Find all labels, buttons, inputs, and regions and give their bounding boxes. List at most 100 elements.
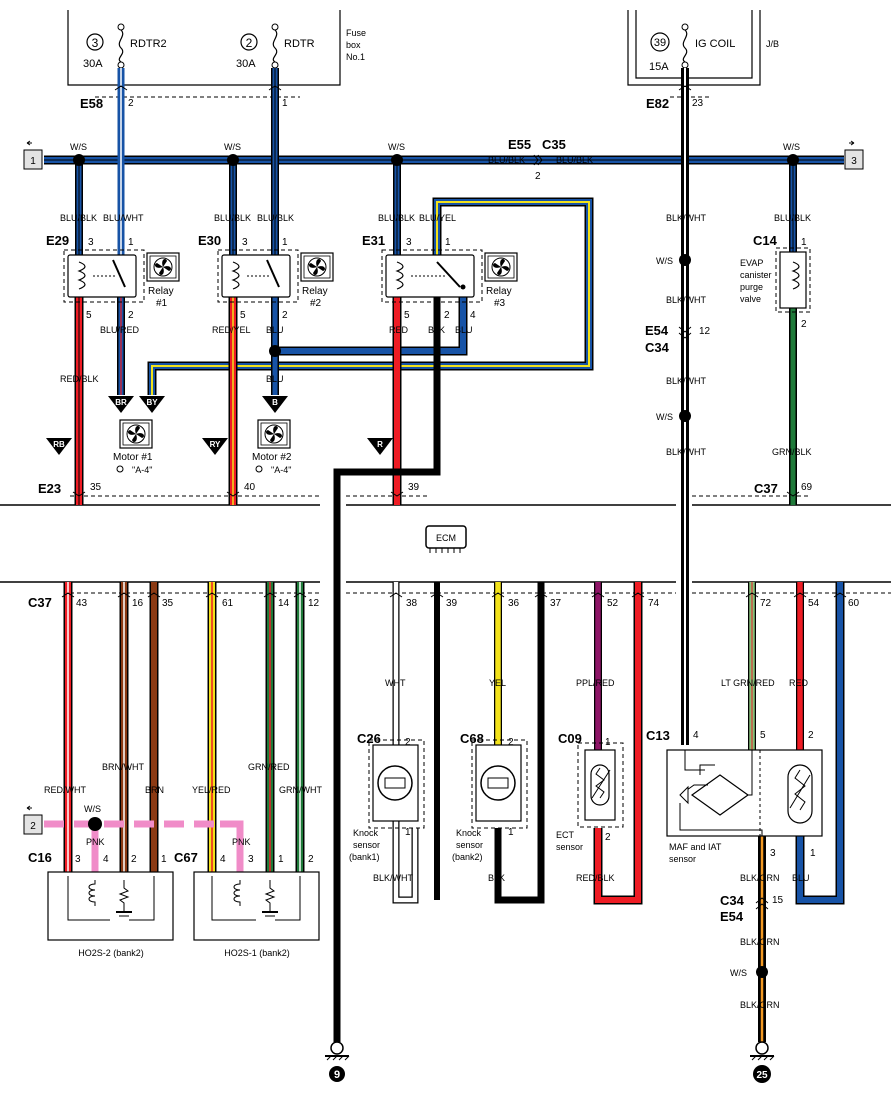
conn-c34: C34 (645, 340, 670, 355)
conn-e82: E82 (646, 96, 669, 111)
pin: 1 (128, 237, 134, 248)
pin: 3 (75, 854, 81, 865)
wires (44, 68, 845, 1042)
pin: 14 (278, 598, 290, 609)
pin: 1 (810, 848, 816, 859)
maf-label-2: sensor (669, 854, 696, 864)
relay-2 (217, 249, 299, 303)
wire-label: RED/BLK (60, 374, 99, 384)
wire-label: BLU/BLK (378, 213, 415, 223)
conn-c37-top: C37 (754, 481, 778, 496)
pin: 1 (405, 827, 411, 838)
knock2-label-3: (bank2) (452, 852, 483, 862)
evap-label-3: purge (740, 282, 763, 292)
wire-label: W/S (783, 142, 800, 152)
ground-25-label: 25 (756, 1070, 768, 1081)
knock1-label-3: (bank1) (349, 852, 380, 862)
pin: 15 (772, 895, 784, 906)
motor-2-fan-icon (257, 419, 291, 449)
marker-ry: RY (210, 440, 221, 449)
wire-label: BLU (266, 325, 284, 335)
pin: 5 (404, 310, 410, 321)
knock1-label-2: sensor (353, 840, 380, 850)
pin: 12 (699, 326, 711, 337)
relay-2-fan-icon (300, 252, 334, 282)
wire-label: BLK/WHT (373, 873, 414, 883)
wire-label: GRN/WHT (279, 785, 322, 795)
conn-e23: E23 (38, 481, 61, 496)
fuse-box-no1 (67, 10, 341, 86)
ecm-icon (425, 525, 467, 553)
relay-3 (381, 249, 483, 303)
motor-1-fan-icon (119, 419, 153, 449)
wire-label: PNK (86, 837, 105, 847)
pin: 52 (607, 598, 619, 609)
junction-block (627, 10, 761, 86)
pin: 2 (405, 737, 411, 748)
pin: 60 (848, 598, 860, 609)
wire-label: BLK/WHT (666, 447, 707, 457)
wire-label: BLU (455, 325, 473, 335)
wire-label: YEL/RED (192, 785, 231, 795)
pin: 5 (240, 310, 246, 321)
wire-label: BLU/BLK (556, 155, 593, 165)
knock-sensor-bank2 (471, 739, 528, 829)
pin: 1 (508, 827, 514, 838)
wire-label: PNK (232, 837, 251, 847)
ho2s2-label: HO2S-2 (bank2) (78, 948, 144, 958)
evap-label-4: valve (740, 294, 761, 304)
evap-canister-purge-valve (775, 247, 811, 313)
pin: 2 (508, 737, 514, 748)
wire-label: LT GRN/RED (721, 678, 775, 688)
relay-1-label: Relay (148, 286, 174, 297)
fuse-rdtr2-amp: 30A (83, 58, 103, 70)
wire-label: RED (389, 325, 409, 335)
page-ref-right-top[interactable] (844, 140, 864, 170)
relay-3-label-num: #3 (494, 298, 506, 309)
page-ref-right-top-label: 3 (851, 156, 857, 167)
relay-3-label: Relay (486, 286, 512, 297)
pin: 1 (282, 237, 288, 248)
fuse-rdtr2-name: RDTR2 (130, 38, 167, 50)
fuse-ig-coil (650, 23, 689, 69)
page-ref-left-bottom-label: 2 (30, 821, 36, 832)
splice-points (73, 154, 799, 978)
pin: 3 (88, 237, 94, 248)
fuse-rdtr-num: 2 (246, 36, 253, 50)
page-ref-left-bottom[interactable] (23, 805, 43, 835)
conn-c14: C14 (753, 233, 778, 248)
relay-3-fan-icon (484, 252, 518, 282)
relay-1 (63, 249, 145, 303)
fuse-ig-coil-amp: 15A (649, 61, 669, 73)
pin: 54 (808, 598, 820, 609)
wire-label: W/S (730, 968, 747, 978)
pin: 4 (470, 310, 476, 321)
motor-2-label: Motor #2 (252, 452, 292, 463)
wire-label: BLK/WHT (666, 213, 707, 223)
knock2-label-2: sensor (456, 840, 483, 850)
wire-label: RED/BLK (576, 873, 615, 883)
pin: 1 (278, 854, 284, 865)
pin: 35 (90, 482, 102, 493)
conn-c26: C26 (357, 731, 381, 746)
pin: 1 (801, 237, 807, 248)
wire-label: BLU/BLK (488, 155, 525, 165)
component-labels: Relay #1 Relay #2 Relay #3 Motor #1 "A-4… (78, 258, 771, 958)
pin: 3 (248, 854, 254, 865)
knock-sensor-bank1 (368, 739, 425, 829)
ground-25 (750, 1041, 775, 1083)
maf-iat-sensor (666, 749, 823, 837)
ect-sensor (577, 742, 624, 828)
ground-9 (325, 1041, 350, 1082)
knock2-label-1: Knock (456, 828, 482, 838)
wire-label: BLU/BLK (774, 213, 811, 223)
conn-e55: E55 (508, 137, 531, 152)
relay-1-label-num: #1 (156, 298, 168, 309)
page-ref-left-top-label: 1 (30, 156, 36, 167)
pin: 2 (128, 98, 134, 109)
page-ref-left-top[interactable] (23, 140, 43, 170)
pin: 4 (103, 854, 109, 865)
reference-eye-icon (116, 465, 263, 473)
pin: 74 (648, 598, 660, 609)
wire-label: BLK (428, 325, 445, 335)
